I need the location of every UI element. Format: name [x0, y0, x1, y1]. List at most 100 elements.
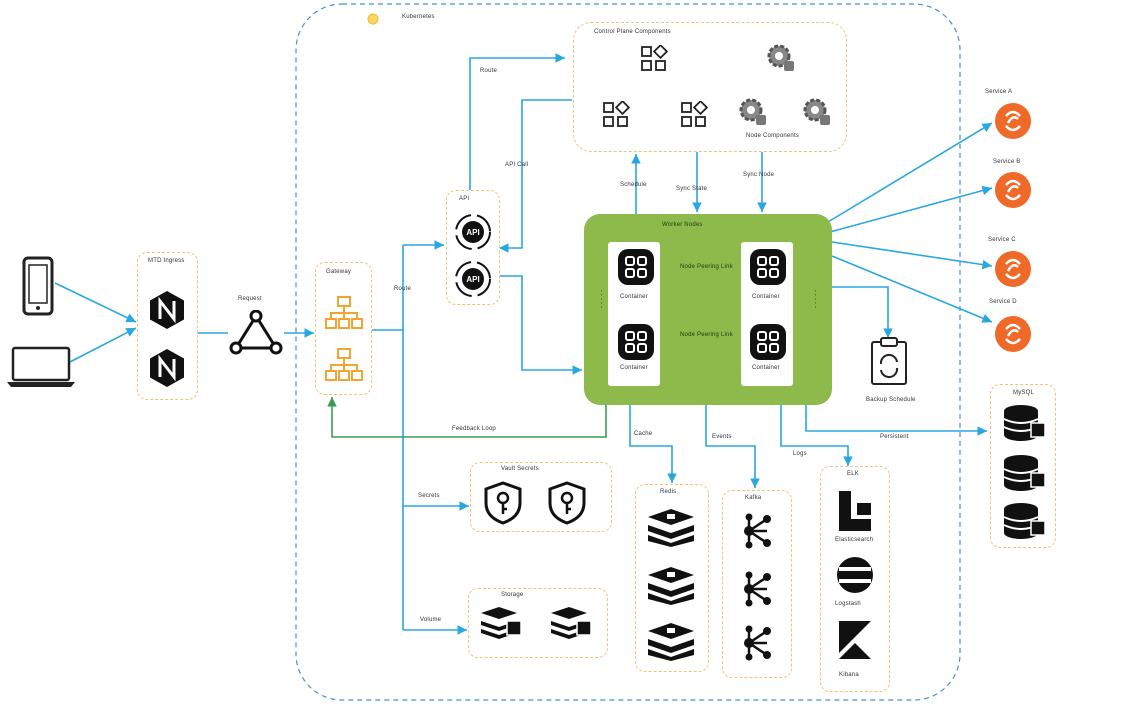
to-db-label: Persistent	[880, 434, 909, 440]
svg-text:API: API	[466, 228, 479, 237]
service-icon[interactable]	[994, 171, 1032, 214]
to-secrets-label: Secrets	[418, 493, 440, 499]
database-group: MySQL	[990, 384, 1056, 548]
cluster-boundary	[295, 3, 961, 701]
nginx-title: MTD Ingress	[148, 258, 185, 264]
to-redis-label: Cache	[634, 431, 653, 437]
nginx-group: MTD Ingress	[137, 252, 198, 400]
layers-icon[interactable]	[549, 605, 593, 646]
laptop-icon	[5, 346, 77, 393]
redis-title: Redis	[660, 489, 677, 495]
component-grid-icon[interactable]	[640, 43, 669, 78]
control-sync-label: Sync State	[676, 186, 708, 192]
wire-phone-nginx	[54, 282, 137, 323]
node-sync-label: Sync Node	[743, 172, 775, 178]
phone-icon	[22, 256, 54, 321]
svg-text:API: API	[466, 275, 479, 284]
org-chart-icon[interactable]	[324, 347, 364, 388]
component-grid-icon[interactable]	[602, 99, 631, 134]
backup-label: Backup Schedule	[866, 397, 916, 403]
container-icon[interactable]	[749, 323, 787, 366]
to-elk-label: Logs	[793, 451, 807, 457]
lb-label: Request	[238, 296, 262, 302]
service-icon[interactable]	[994, 250, 1032, 293]
sun-icon	[366, 12, 380, 31]
elk-title: ELK	[847, 471, 859, 477]
redis-icon[interactable]	[646, 507, 696, 552]
container-icon[interactable]	[617, 323, 655, 366]
api-icon[interactable]: API	[450, 211, 496, 258]
elk-e-label: Elasticsearch	[835, 537, 874, 543]
gear-icon[interactable]	[738, 97, 768, 132]
service-icon[interactable]	[994, 102, 1032, 145]
secrets-title: Vault Secrets	[501, 466, 539, 472]
schedule-label: Schedule	[620, 182, 647, 188]
redis-group: Redis	[635, 484, 709, 672]
to-api-top-label: Route	[480, 68, 498, 74]
shield-key-icon[interactable]	[483, 481, 523, 530]
wire-feedback	[327, 397, 607, 438]
cluster-title: Kubernetes	[402, 14, 435, 20]
gear-icon[interactable]	[802, 97, 832, 132]
node-side-label: - - - - -	[598, 289, 605, 309]
kibana-icon[interactable]	[835, 619, 875, 668]
node-components-title: Node Components	[746, 133, 800, 139]
service-label: Service C	[988, 237, 1016, 243]
gear-icon[interactable]	[766, 43, 796, 78]
redis-icon[interactable]	[646, 621, 696, 666]
database-icon[interactable]	[1001, 453, 1049, 498]
logstash-icon[interactable]	[835, 555, 875, 600]
database-icon[interactable]	[1001, 501, 1049, 546]
service-label: Service B	[993, 159, 1021, 165]
kafka-icon[interactable]	[737, 623, 777, 668]
kafka-title: Kafka	[745, 495, 762, 501]
container-label: Container	[620, 294, 648, 300]
database-icon[interactable]	[1001, 403, 1049, 448]
load-balancer-icon[interactable]	[229, 309, 283, 361]
database-title: MySQL	[1013, 390, 1035, 396]
org-chart-icon[interactable]	[324, 295, 364, 336]
container-label: Container	[620, 365, 648, 371]
api-icon[interactable]: API	[450, 258, 496, 305]
api-route-label: API Call	[505, 162, 529, 168]
redis-icon[interactable]	[646, 565, 696, 610]
peering-label: Node Peering Link	[680, 264, 733, 270]
shield-key-icon[interactable]	[547, 481, 587, 530]
nginx-icon[interactable]	[148, 348, 186, 393]
kafka-icon[interactable]	[737, 511, 777, 556]
worker-nodes-group: Worker Nodes - - - - - - - - - - Contain…	[584, 214, 832, 405]
layers-icon[interactable]	[479, 605, 523, 646]
elasticsearch-icon[interactable]	[835, 489, 875, 538]
to-storage-label: Volume	[420, 617, 442, 623]
feedback-label: Feedback Loop	[452, 426, 496, 432]
kafka-icon[interactable]	[737, 569, 777, 614]
nginx-icon[interactable]	[148, 290, 186, 335]
storage-title: Storage	[501, 592, 524, 598]
elk-k-label: Kibana	[839, 672, 859, 678]
container-label: Container	[752, 365, 780, 371]
kafka-group: Kafka	[722, 490, 792, 678]
service-icon[interactable]	[994, 315, 1032, 358]
routes-label: Route	[394, 286, 412, 292]
control-plane-group: Control Plane Components Node Components	[573, 22, 847, 152]
api-group: API API API	[446, 190, 500, 305]
clipboard-refresh-icon[interactable]	[869, 336, 909, 391]
gateway-title: Gateway	[326, 269, 352, 275]
node-side-label: - - - - -	[812, 289, 819, 309]
secrets-group: Vault Secrets	[470, 462, 612, 532]
storage-group: Storage	[468, 588, 608, 658]
elk-group: ELK Elasticsearch Logstash Kibana	[820, 466, 890, 692]
api-title: API	[459, 196, 470, 202]
wire-laptop-nginx	[69, 327, 137, 363]
container-icon[interactable]	[617, 248, 655, 291]
peering-label: Node Peering Link	[680, 332, 733, 338]
container-icon[interactable]	[749, 248, 787, 291]
gateway-group: Gateway	[315, 262, 372, 395]
service-label: Service D	[989, 299, 1017, 305]
elk-l-label: Logstash	[835, 601, 861, 607]
service-label: Service A	[985, 89, 1013, 95]
to-kafka-label: Events	[712, 434, 732, 440]
component-grid-icon[interactable]	[680, 99, 709, 134]
worker-nodes-title: Worker Nodes	[662, 222, 703, 228]
